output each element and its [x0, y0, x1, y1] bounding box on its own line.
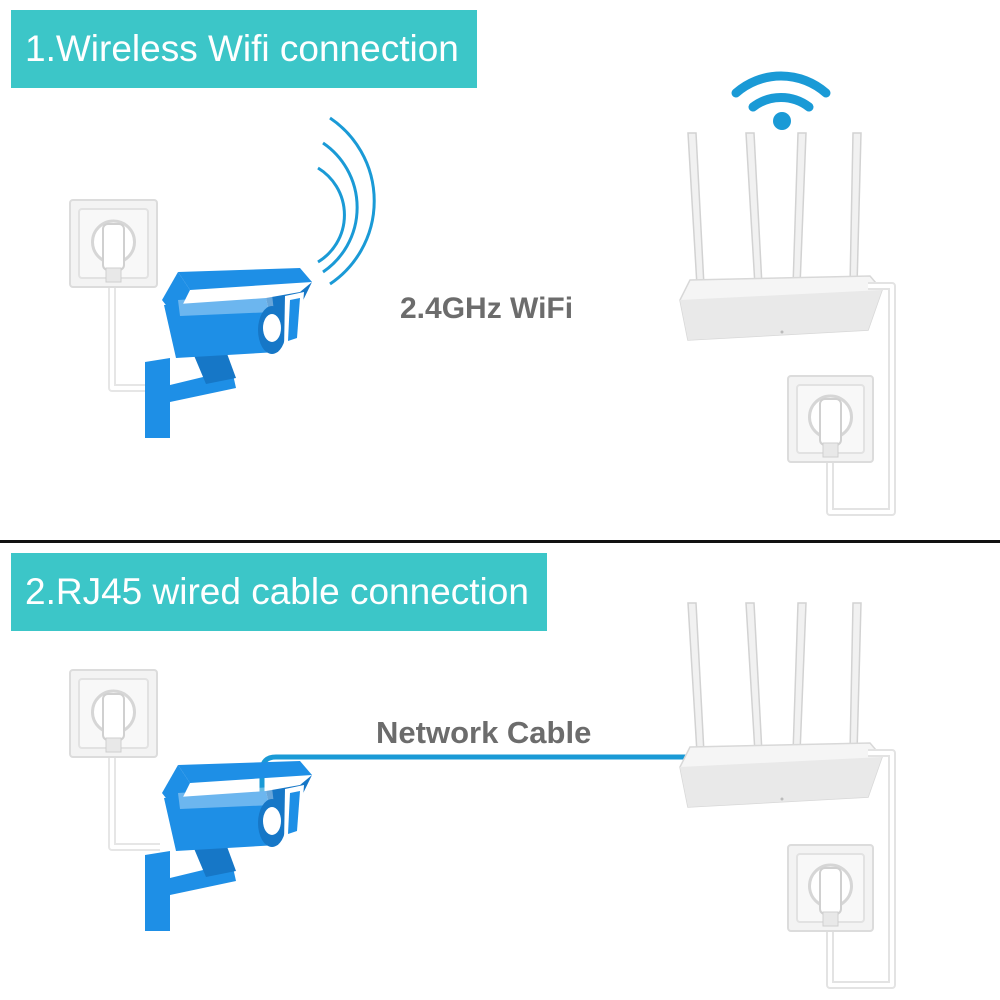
section-divider — [0, 540, 1000, 543]
camera-power-socket-icon — [69, 199, 158, 288]
wifi-dot-icon — [773, 112, 791, 130]
network-cable — [259, 754, 690, 795]
wifi-router-icon — [679, 602, 883, 808]
wireless-section: 1.Wireless Wifi connection — [11, 10, 896, 516]
camera-power-socket-icon — [69, 669, 158, 758]
wired-section: 2.RJ45 wired cable connection — [0, 545, 1000, 1000]
wired-title-banner: 2.RJ45 wired cable connection — [11, 553, 547, 631]
router-power-socket-icon — [787, 375, 874, 463]
camera-power-cable — [108, 753, 160, 851]
wireless-title-banner: 1.Wireless Wifi connection — [11, 10, 477, 88]
wifi-band-label: 2.4GHz WiFi — [400, 292, 574, 325]
network-cable-label: Network Cable — [376, 715, 592, 750]
router-power-socket-icon — [787, 844, 874, 932]
cctv-camera-icon — [145, 268, 312, 438]
wifi-signal-icon — [731, 71, 831, 112]
camera-signal-arcs-icon — [317, 116, 376, 286]
cctv-camera-icon — [145, 761, 312, 931]
wireless-illustration — [69, 71, 896, 516]
wifi-router-icon — [679, 132, 883, 341]
wired-illustration — [69, 602, 896, 989]
